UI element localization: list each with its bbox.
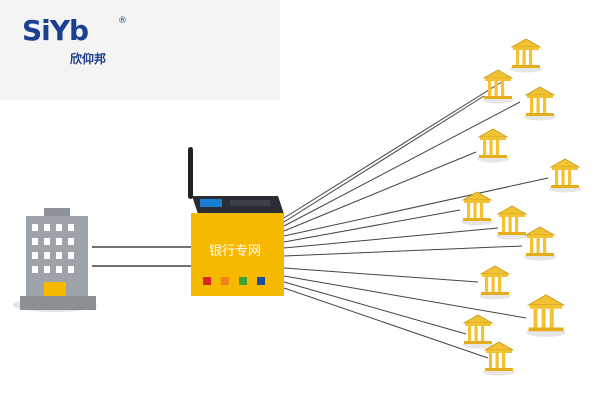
bank-branch-icon	[461, 314, 495, 349]
branch-link	[283, 227, 499, 249]
branch-link	[283, 267, 479, 283]
led-orange	[221, 277, 229, 285]
branch-link	[283, 101, 521, 227]
headquarters-building-icon	[13, 208, 97, 312]
bank-branch-icon	[509, 38, 543, 73]
led-blue	[257, 277, 265, 285]
branch-link	[283, 177, 549, 237]
bank-branch-icon	[460, 191, 494, 226]
branch-link	[283, 281, 467, 335]
hq-links	[92, 246, 192, 267]
registered-mark: ®	[118, 16, 127, 26]
bank-branch-icon	[523, 226, 557, 261]
branch-link	[283, 275, 527, 319]
bank-branch-icon	[481, 69, 515, 104]
bank-branch-icon	[478, 265, 512, 300]
bank-branches	[460, 38, 582, 376]
bank-branch-icon	[523, 86, 557, 121]
bank-branch-icon	[476, 128, 510, 163]
led-red	[203, 277, 211, 285]
led-green	[239, 277, 247, 285]
router-antenna	[188, 147, 193, 199]
brand-chinese-name: 欣仰邦	[70, 52, 107, 66]
branch-link	[283, 287, 489, 359]
bank-branch-icon	[495, 205, 529, 240]
branch-link	[283, 151, 477, 232]
branch-links	[283, 77, 549, 359]
branch-link	[283, 77, 509, 219]
logo-background	[0, 0, 280, 100]
branch-link	[283, 209, 461, 243]
branch-link	[283, 95, 485, 223]
brand-logo-text: SiYb	[22, 14, 89, 47]
device-label: 银行专网	[208, 244, 261, 259]
brand-logo: SiYb ® 欣仰邦	[22, 14, 132, 70]
branch-link	[283, 245, 523, 257]
bank-branch-icon	[548, 158, 582, 193]
router-device	[188, 147, 284, 296]
bank-branch-icon	[525, 294, 567, 338]
